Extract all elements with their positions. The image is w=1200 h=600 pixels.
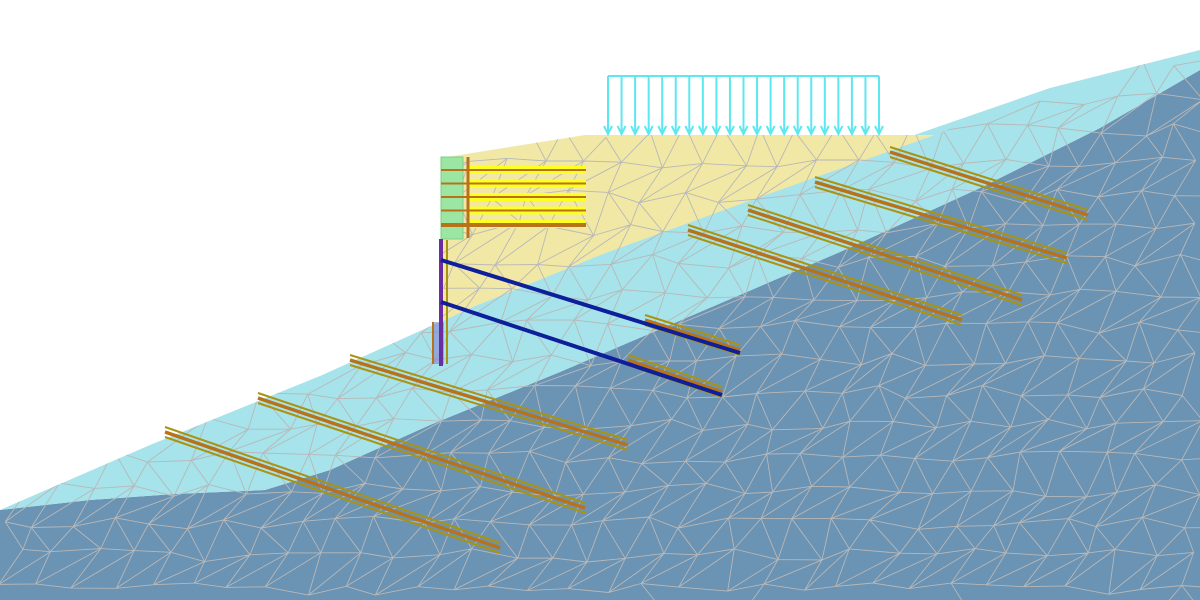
geogrid-group: [687, 224, 963, 326]
bedrock-region: [0, 70, 1200, 600]
geogrid-line: [747, 214, 1023, 306]
geogrid-line: [814, 176, 1068, 254]
down-arrow-icon: [657, 76, 668, 137]
down-arrow-icon: [697, 76, 708, 137]
down-arrow-icon: [670, 76, 681, 137]
ground-anchor: [440, 300, 723, 397]
geogrid-group: [747, 204, 1023, 306]
surcharge-load: [603, 75, 884, 137]
geogrid-line: [627, 358, 723, 394]
ground-anchors: [440, 258, 741, 397]
weathered-layer-region: [0, 50, 1200, 510]
geogrid-line: [257, 396, 586, 510]
geogrid-line: [164, 426, 501, 544]
slope-geogrids: [164, 146, 1089, 554]
facing-reinforcement: [441, 166, 586, 228]
geogrid-line: [687, 224, 963, 316]
down-arrow-icon: [847, 76, 857, 137]
down-arrow-icon: [684, 76, 695, 137]
down-arrow-icon: [874, 76, 884, 137]
geogrid-line: [164, 436, 501, 554]
geogrid-group: [257, 392, 586, 514]
down-arrow-icon: [616, 76, 627, 137]
geogrid-line: [349, 354, 629, 441]
geogrid-line: [644, 318, 741, 352]
geogrid-line: [814, 186, 1068, 264]
geogrid-group: [164, 426, 501, 554]
geogrid-line: [747, 208, 1023, 302]
geogrid-group: [889, 146, 1089, 221]
down-arrow-icon: [711, 76, 722, 137]
geogrid-group: [814, 176, 1068, 264]
geogrid-line: [889, 156, 1089, 221]
down-arrow-icon: [779, 76, 790, 137]
geogrid-line: [164, 430, 501, 550]
down-arrow-icon: [725, 76, 735, 137]
geogrid-line: [627, 354, 723, 388]
down-arrow-icon: [765, 76, 776, 137]
down-arrow-icon: [603, 76, 613, 137]
down-arrow-icon: [792, 76, 803, 137]
down-arrow-icon: [833, 76, 844, 137]
down-arrow-icon: [630, 76, 640, 137]
geogrid-line: [889, 146, 1089, 211]
down-arrow-icon: [860, 76, 871, 137]
down-arrow-icon: [738, 76, 749, 137]
geogrid-line: [814, 180, 1068, 260]
geogrid-line: [257, 392, 586, 504]
down-arrow-icon: [806, 76, 817, 137]
geogrid-line: [687, 228, 963, 322]
down-arrow-icon: [643, 76, 654, 137]
geogrid-group: [349, 354, 629, 451]
geogrid-line: [349, 364, 629, 451]
geogrid-line: [644, 314, 741, 346]
down-arrow-icon: [752, 76, 762, 137]
geogrid-line: [349, 358, 629, 447]
geogrid-line: [257, 402, 586, 514]
geogrid-line: [889, 150, 1089, 217]
down-arrow-icon: [819, 76, 830, 137]
geogrid-line: [747, 204, 1023, 296]
geogrid-line: [687, 234, 963, 326]
ground-anchor: [440, 258, 741, 355]
